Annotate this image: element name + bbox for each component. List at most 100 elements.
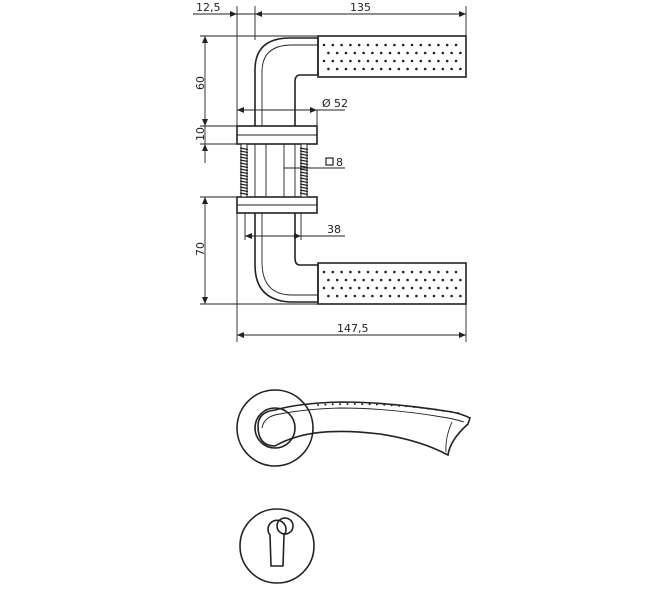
grip-dot (339, 403, 342, 406)
grip-dot (327, 278, 330, 282)
grip-dot (375, 43, 379, 47)
screw-thread (299, 153, 309, 157)
grip-dot (371, 67, 374, 71)
grip-dot (353, 403, 356, 405)
grip-dot (379, 278, 383, 282)
screw-thread (299, 189, 309, 193)
grip-dot (428, 59, 431, 63)
grip-dot (437, 286, 440, 290)
grip-dot (371, 51, 374, 55)
grip-dot (445, 286, 449, 290)
front-grip-texture (317, 403, 459, 414)
diameter-symbol: Ø (322, 97, 331, 110)
grip-dot (368, 403, 371, 406)
grip-dot (406, 51, 409, 55)
grip-dot (349, 270, 352, 274)
grip-dot (415, 294, 418, 298)
grip-dot (450, 51, 453, 55)
grip-dot (428, 43, 431, 47)
keyhole-icon (267, 519, 287, 567)
grip-dot (398, 404, 401, 407)
dim-lower-height: 70 (194, 242, 207, 256)
grip-dot (357, 43, 361, 47)
grip-dot (371, 294, 374, 298)
screw-thread (299, 174, 309, 178)
grip-dot (357, 270, 361, 274)
screw-thread (299, 147, 309, 151)
grip-dot (459, 278, 462, 282)
grip-dot (357, 59, 361, 63)
grip-dot (353, 67, 357, 71)
grip-dot (437, 270, 440, 274)
grip-dot (423, 51, 427, 55)
grip-dot (317, 404, 319, 406)
grip-dot (349, 43, 352, 47)
grip-dot (393, 270, 396, 274)
grip-dot (362, 51, 365, 55)
grip-dot (459, 51, 462, 55)
grip-dot (384, 270, 387, 274)
dim-diameter: 52 (334, 97, 348, 110)
grip-dot (445, 43, 449, 47)
screw-thread (239, 150, 249, 154)
grip-dot (375, 59, 379, 63)
grip-dot (428, 270, 431, 274)
grip-dot (366, 270, 370, 274)
grip-dot (434, 408, 437, 411)
screw-thread (239, 186, 249, 190)
grip-dot (346, 403, 349, 405)
grip-dot (335, 51, 339, 55)
screw-thread (299, 168, 309, 172)
grip-dot (410, 59, 414, 63)
grip-dot (406, 278, 409, 282)
grip-dot (388, 51, 392, 55)
grip-dot (388, 67, 392, 71)
screw-thread (239, 168, 249, 172)
grip-dot (375, 403, 378, 406)
grip-dot (331, 270, 335, 274)
grip-dot (397, 294, 401, 298)
screw-thread (239, 183, 249, 187)
grip-dot (349, 59, 352, 63)
grip-dot (405, 405, 408, 408)
grip-dot (410, 43, 414, 47)
grip-dot (375, 270, 379, 274)
grip-dot (384, 59, 387, 63)
grip-dot (375, 286, 379, 290)
grip-dot (383, 403, 386, 406)
screw-thread (239, 177, 249, 181)
grip-dot (324, 403, 327, 406)
grip-dot (331, 403, 334, 406)
upper-lever (254, 35, 467, 126)
grip-dot (415, 67, 418, 71)
grip-dot (450, 294, 453, 298)
screw-thread (299, 162, 309, 166)
screw-thread (299, 192, 309, 196)
keyhole-top (276, 517, 294, 535)
grip-dot (322, 59, 326, 63)
grip-dot (437, 43, 440, 47)
grip-dot (432, 51, 436, 55)
grip-dot (353, 51, 357, 55)
front-view-lever (236, 389, 471, 467)
grip-dot (423, 67, 427, 71)
screw-thread (239, 153, 249, 157)
grip-dot (445, 270, 449, 274)
grip-dot (366, 59, 370, 63)
grip-dot (412, 406, 415, 408)
grip-dot (437, 59, 440, 63)
grip-dot (393, 43, 396, 47)
grip-dot (419, 43, 423, 47)
grip-dot (353, 294, 357, 298)
grip-dot (327, 51, 330, 55)
screw-thread (239, 162, 249, 166)
grip-dot (457, 412, 459, 414)
grip-dot (366, 43, 370, 47)
grip-dot (379, 294, 383, 298)
grip-dot (322, 286, 326, 290)
screw-thread (239, 174, 249, 178)
grip-dot (449, 410, 452, 413)
grip-dot (423, 278, 427, 282)
screw-thread (299, 180, 309, 184)
